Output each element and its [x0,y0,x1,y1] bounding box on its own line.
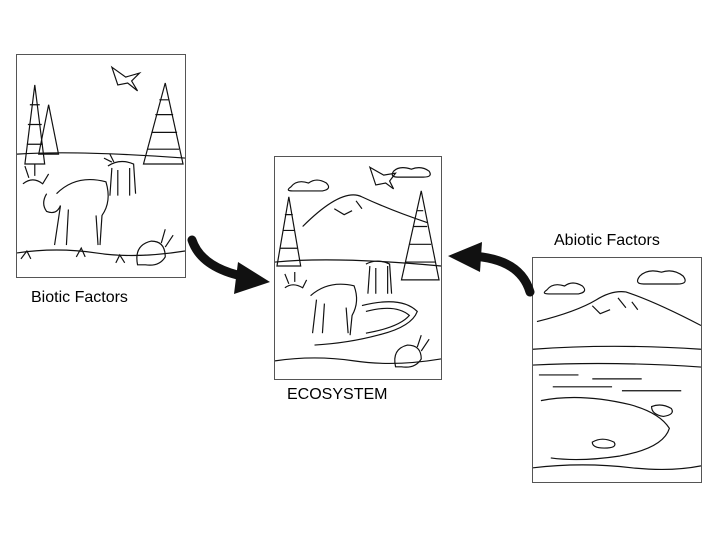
mountain-icon [303,195,428,227]
pine-tree-icon [143,83,183,164]
eagle-icon [370,167,396,189]
biotic-factors-label: Biotic Factors [31,289,128,307]
eagle-icon [112,67,140,91]
moose-icon [23,164,108,245]
pine-tree-icon [401,191,439,280]
cloud-icon [638,271,686,284]
pine-tree-icon [25,85,59,164]
ecosystem-illustration [274,156,442,380]
cloud-icon [392,168,430,177]
arrow-icon [448,242,530,292]
arrow-icon [192,240,270,294]
mountain-icon [537,292,701,326]
cloud-icon [288,180,328,191]
pine-tree-icon [277,197,301,266]
hare-icon [137,229,173,265]
water-icon [539,375,681,391]
pond-icon [315,302,418,345]
ecosystem-label: ECOSYSTEM [287,386,387,404]
moose-icon [285,272,357,335]
cloud-icon [544,283,584,294]
deer-icon [366,261,392,294]
biotic-factors-illustration [16,54,186,278]
abiotic-factors-illustration [532,257,702,483]
rock-icon [541,397,672,459]
deer-icon [104,154,136,196]
abiotic-factors-label: Abiotic Factors [554,232,660,250]
